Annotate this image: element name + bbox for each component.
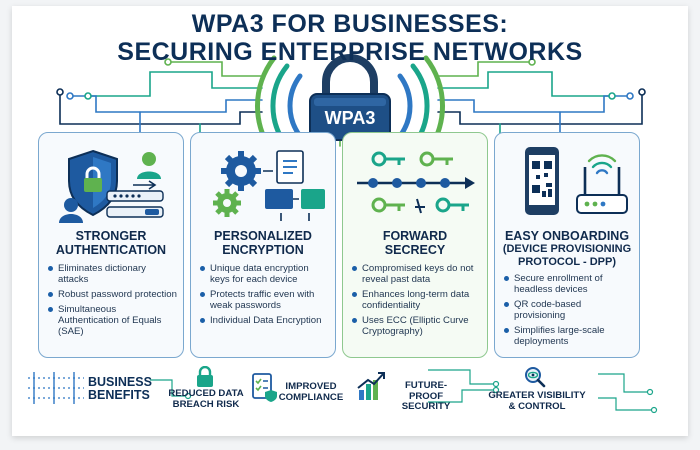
bullet-list: Unique data encryption keys for each dev… xyxy=(199,263,331,330)
benefits-label-line: BUSINESS xyxy=(88,375,152,389)
benefit-line: FUTURE-PROOF xyxy=(404,380,448,402)
checklist-shield-icon xyxy=(252,373,277,402)
bullet-item: Enhances long-term data confidentiality xyxy=(351,289,483,311)
benefit-line: COMPLIANCE xyxy=(278,391,344,403)
bullet-item: Uses ECC (Elliptic Curve Cryptography) xyxy=(351,315,483,337)
benefits-label: BUSINESS BENEFITS xyxy=(88,376,152,402)
hub-label: WPA3 xyxy=(324,108,376,128)
wifi-wave-left-inner xyxy=(287,73,303,139)
benefit-line: BREACH RISK xyxy=(172,398,240,410)
card-title-line: EASY ONBOARDING xyxy=(504,229,630,243)
bullet-item: Individual Data Encryption xyxy=(199,315,331,326)
gears-files-icon xyxy=(213,150,325,221)
benefit-reduced-breach-risk: REDUCED DATA BREACH RISK xyxy=(166,388,246,410)
card-title-line: SECRECY xyxy=(384,243,446,257)
benefit-line: & CONTROL xyxy=(508,400,566,412)
growth-chart-icon xyxy=(357,372,385,400)
benefit-future-proof-security: FUTURE-PROOF SECURITY xyxy=(388,380,464,413)
keys-timeline-icon xyxy=(357,151,475,214)
card-title-line: PERSONALIZED xyxy=(214,229,312,243)
wifi-wave-right-inner xyxy=(397,73,413,139)
benefit-improved-compliance: IMPROVED COMPLIANCE xyxy=(276,381,346,403)
bullet-item: Simplifies large-scale deployments xyxy=(503,325,635,347)
benefit-line: SECURITY xyxy=(401,401,451,412)
bullet-item: Secure enrollment of headless devices xyxy=(503,273,635,295)
card-title-line: ENCRYPTION xyxy=(222,243,304,257)
benefit-line: REDUCED DATA xyxy=(168,388,244,399)
card-forward-secrecy: FORWARD SECRECY Compromised keys do not … xyxy=(342,132,488,358)
card-title: STRONGER AUTHENTICATION xyxy=(41,229,181,257)
card-title-line: STRONGER xyxy=(75,229,147,243)
bullet-list: Eliminates dictionary attacks Robust pas… xyxy=(47,263,179,341)
page-title-line1: WPA3 FOR BUSINESSES: xyxy=(191,10,509,38)
card-personalized-encryption: PERSONALIZED ENCRYPTION Unique data encr… xyxy=(190,132,336,358)
benefit-line: IMPROVED xyxy=(285,381,337,392)
bullet-item: Eliminates dictionary attacks xyxy=(47,263,179,285)
card-stronger-authentication: STRONGER AUTHENTICATION Eliminates dicti… xyxy=(38,132,184,358)
phone-qr-router-icon xyxy=(525,147,628,215)
shield-lock-user-icon xyxy=(59,149,164,223)
card-title-line: (DEVICE PROVISIONING xyxy=(502,243,632,255)
bullet-item: Simultaneous Authentication of Equals (S… xyxy=(47,304,179,337)
card-title: FORWARD SECRECY xyxy=(345,229,485,257)
bullet-item: Protects traffic even with weak password… xyxy=(199,289,331,311)
hub-lock-icon xyxy=(309,54,391,141)
card-title-line: FORWARD xyxy=(382,229,448,243)
bullet-item: QR code-based provisioning xyxy=(503,299,635,321)
magnifier-eye-icon xyxy=(525,367,546,388)
card-easy-onboarding: EASY ONBOARDING (DEVICE PROVISIONING PRO… xyxy=(494,132,640,358)
lock-icon xyxy=(197,366,213,387)
card-title: EASY ONBOARDING (DEVICE PROVISIONING PRO… xyxy=(497,229,637,269)
bullet-list: Secure enrollment of headless devices QR… xyxy=(503,273,635,351)
benefit-greater-visibility: GREATER VISIBILITY & CONTROL xyxy=(482,390,592,412)
card-title-line: PROTOCOL - DPP) xyxy=(518,256,616,268)
benefits-label-line: BENEFITS xyxy=(88,388,150,402)
bullet-item: Robust password protection xyxy=(47,289,179,300)
bullet-item: Compromised keys do not reveal past data xyxy=(351,263,483,285)
page-title-line2: SECURING ENTERPRISE NETWORKS xyxy=(117,38,583,66)
bullet-item: Unique data encryption keys for each dev… xyxy=(199,263,331,285)
card-title: PERSONALIZED ENCRYPTION xyxy=(193,229,333,257)
benefit-line: GREATER VISIBILITY xyxy=(488,390,586,401)
bullet-list: Compromised keys do not reveal past data… xyxy=(351,263,483,341)
card-title-line: AUTHENTICATION xyxy=(55,243,167,257)
